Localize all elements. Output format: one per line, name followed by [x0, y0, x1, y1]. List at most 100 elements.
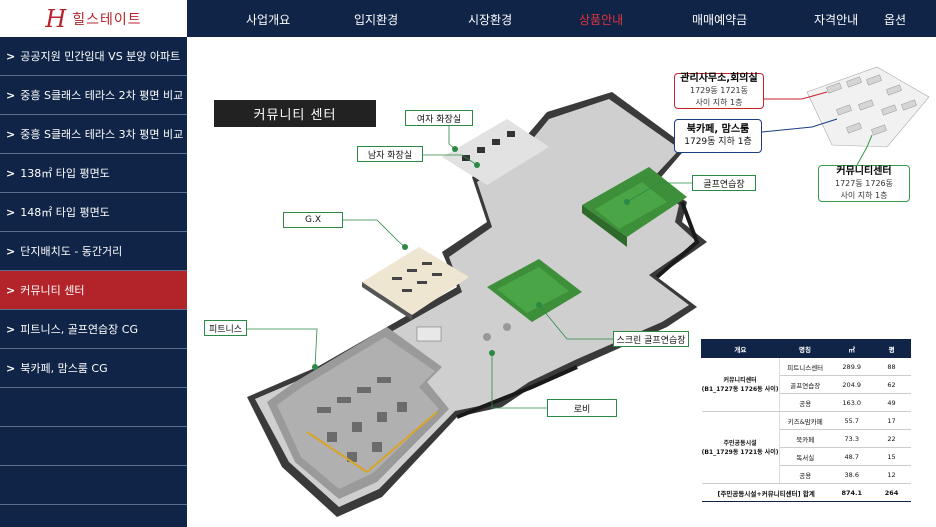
chevron-right-icon: > [6, 127, 16, 141]
site-box-bookcafe: 북카페, 맘스룸 1729동 지하 1층 [674, 119, 762, 153]
label-lobby: 로비 [547, 399, 617, 417]
table-cell-name: 공용 [779, 393, 831, 412]
table-cell-name: 키즈&맘카페 [779, 411, 831, 430]
table-header: 명칭 [778, 339, 832, 358]
table-total-row: [주민공동시설+커뮤니티센터] 합계 874.1 264 [701, 483, 911, 502]
site-box-sub: 1729동 지하 1층 [684, 137, 752, 147]
nav-market[interactable]: 시장환경 [468, 13, 513, 27]
chevron-right-icon: > [6, 361, 16, 375]
chevron-right-icon: > [6, 88, 16, 102]
table-total-py: 264 [872, 483, 911, 502]
nav-project-overview[interactable]: 사업개요 [246, 13, 291, 27]
sidebar-item-bookcafe-cg[interactable]: > 북카페, 맘스룸 CG [0, 349, 187, 388]
table-cell-py: 88 [872, 357, 911, 376]
site-box-title: 북카페, 맘스룸 [686, 124, 750, 135]
group-location: (B1_1727동 1726동 사이) [701, 385, 779, 393]
table-cell-py: 49 [872, 393, 911, 412]
sidebar: > 공공지원 민간임대 VS 분양 아파트 > 중흥 S클래스 테라스 2차 평면 … [0, 37, 187, 527]
sidebar-item-138-plan[interactable]: >138㎡ 타입 평면도 [0, 154, 187, 193]
nav-deposit[interactable]: 매매예약금 [692, 13, 748, 27]
table-cell-m2: 289.9 [830, 357, 873, 376]
table-total-m2: 874.1 [830, 483, 873, 502]
label-golf-range: 골프연습장 [692, 175, 756, 191]
chevron-right-icon: > [6, 244, 16, 258]
sidebar-empty-slot [0, 466, 187, 505]
site-box-community: 커뮤니티센터 1727동 1726동 사이 지하 1층 [818, 165, 910, 202]
label-womens-restroom: 여자 화장실 [405, 110, 473, 126]
table-cell-m2: 163.0 [830, 393, 873, 412]
site-box-management: 관리사무소,회의실 1729동 1721동 사이 지하 1층 [674, 73, 764, 109]
table-header: ㎡ [830, 339, 874, 358]
table-cell-name: 공용 [779, 465, 831, 484]
chevron-right-icon: > [6, 283, 16, 297]
brand-logo[interactable]: H 힐스테이트 [0, 0, 187, 37]
table-cell-m2: 204.9 [830, 375, 873, 394]
table-cell-py: 62 [872, 375, 911, 394]
site-box-sub: 사이 지하 1층 [695, 98, 743, 107]
sidebar-item-label: 중흥 S클래스 테라스 3차 평면 비교 [20, 128, 184, 141]
sidebar-item-label: 148㎡ 타입 평면도 [20, 206, 110, 219]
label-gx: G.X [283, 212, 343, 228]
site-box-sub: 1729동 1721동 [690, 86, 748, 95]
table-cell-m2: 38.6 [830, 465, 873, 484]
site-box-title: 관리사무소,회의실 [680, 73, 758, 84]
group-name: 주민공동시설 [723, 439, 757, 447]
table-row: 주민공동시설 (B1_1729동 1721동 사이) 키즈&맘카페 55.7 1… [701, 411, 911, 484]
sidebar-item-terrace2-compare[interactable]: > 중흥 S클래스 테라스 2차 평면 비교 [0, 76, 187, 115]
table-cell-name: 피트니스센터 [779, 357, 831, 376]
table-header-row: 개요 명칭 ㎡ 평 [701, 339, 911, 358]
table-cell-py: 15 [872, 447, 911, 466]
nav-options[interactable]: 옵션 [884, 13, 907, 27]
sidebar-item-terrace3-compare[interactable]: > 중흥 S클래스 테라스 3차 평면 비교 [0, 115, 187, 154]
site-box-title: 커뮤니티센터 [836, 165, 892, 177]
table-cell-m2: 55.7 [830, 411, 873, 430]
table-cell-m2: 73.3 [830, 429, 873, 448]
sidebar-item-fitness-golf-cg[interactable]: > 피트니스, 골프연습장 CG [0, 310, 187, 349]
sidebar-item-148-plan[interactable]: >148㎡ 타입 평면도 [0, 193, 187, 232]
table-cell-name: 독서실 [779, 447, 831, 466]
table-row: 공용 163.0 49 [702, 393, 911, 412]
table-row: 독서실 48.7 15 [702, 447, 911, 466]
logo-mark: H [45, 4, 67, 33]
table-cell-py: 12 [872, 465, 911, 484]
chevron-right-icon: > [6, 322, 16, 336]
table-cell-name: 북카페 [779, 429, 831, 448]
chevron-right-icon: > [6, 166, 16, 180]
sidebar-empty-slot [0, 427, 187, 466]
sidebar-item-label: 공공지원 민간임대 VS 분양 아파트 [20, 50, 181, 63]
sidebar-item-site-layout[interactable]: > 단지배치도 - 동간거리 [0, 232, 187, 271]
table-cell-py: 17 [872, 411, 911, 430]
nav-product-info[interactable]: 상품안내 [579, 13, 624, 27]
top-navigation: 사업개요 입지환경 시장환경 상품안내 매매예약금 자격안내 옵션 [187, 0, 936, 37]
label-screen-golf: 스크린 골프연습장 [613, 331, 689, 347]
table-group-cell: 커뮤니티센터 (B1_1727동 1726동 사이) [701, 357, 780, 412]
nav-location[interactable]: 입지환경 [354, 13, 399, 27]
nav-eligibility[interactable]: 자격안내 [814, 13, 859, 27]
label-fitness: 피트니스 [204, 320, 247, 336]
sidebar-item-community-center[interactable]: > 커뮤니티 센터 [0, 271, 187, 310]
chevron-right-icon: > [6, 49, 16, 63]
main-content: 커뮤니티 센터 여자 화장실 남자 화장실 G.X 골프연습장 피트니스 스크린… [187, 37, 936, 527]
logo-text: 힐스테이트 [72, 11, 142, 28]
group-name: 커뮤니티센터 [723, 376, 757, 384]
table-cell-m2: 48.7 [830, 447, 873, 466]
community-floorplan-illustration [247, 66, 930, 517]
sidebar-item-label: 커뮤니티 센터 [20, 284, 85, 297]
sidebar-item-label: 피트니스, 골프연습장 CG [20, 323, 138, 336]
chevron-right-icon: > [6, 205, 16, 219]
table-row: 골프연습장 204.9 62 [702, 375, 911, 394]
site-box-sub: 사이 지하 1층 [840, 190, 888, 200]
sidebar-item-label: 중흥 S클래스 테라스 2차 평면 비교 [20, 89, 184, 102]
section-title: 커뮤니티 센터 [214, 100, 376, 127]
table-cell-name: 골프연습장 [779, 375, 831, 394]
table-header: 개요 [701, 339, 780, 358]
group-location: (B1_1729동 1721동 사이) [701, 448, 779, 456]
sidebar-item-label: 단지배치도 - 동간거리 [20, 245, 123, 258]
area-table: 개요 명칭 ㎡ 평 커뮤니티센터 (B1_1727동 1726동 사이) 피트니… [701, 339, 911, 502]
sidebar-item-label: 북카페, 맘스룸 CG [20, 362, 108, 375]
table-row: 공용 38.6 12 [702, 465, 911, 484]
table-row: 커뮤니티센터 (B1_1727동 1726동 사이) 피트니스센터 289.9 … [701, 357, 911, 412]
label-mens-restroom: 남자 화장실 [357, 146, 423, 162]
table-row: 북카페 73.3 22 [702, 429, 911, 448]
sidebar-item-rental-vs-sale[interactable]: > 공공지원 민간임대 VS 분양 아파트 [0, 37, 187, 76]
